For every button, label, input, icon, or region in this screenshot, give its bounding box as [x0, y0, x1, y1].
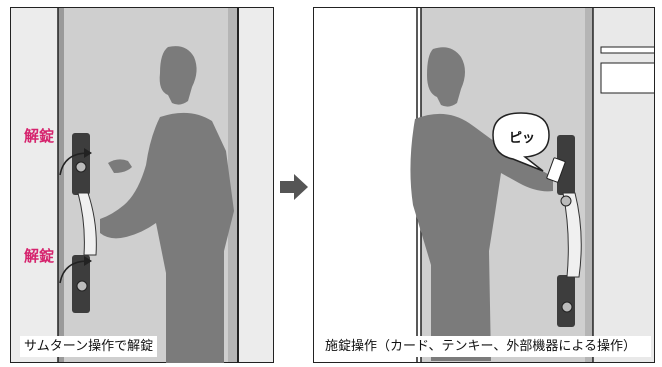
right-caption: 施錠操作（カード、テンキー、外部機器による操作）: [321, 336, 651, 357]
left-wall: [313, 7, 417, 363]
unlock-label-top: 解錠: [24, 127, 55, 145]
right-wall: [594, 7, 655, 363]
right-illustration: [313, 7, 655, 363]
beep-text: ピッ: [509, 131, 536, 146]
panel-thumbturn-unlock: 解錠 解錠 サムターン操作で解錠: [10, 7, 274, 363]
door-edge: [58, 7, 64, 363]
card-icon: [546, 157, 566, 183]
rotate-arrow-head: [84, 256, 92, 266]
unlock-label-bottom: 解錠: [24, 247, 55, 265]
door-frame: [585, 7, 593, 363]
panel-lock-operation: ピッ 施錠操作（カード、テンキー、外部機器による操作）: [313, 7, 655, 363]
door-handle: [72, 133, 97, 313]
left-caption: サムターン操作で解錠: [20, 336, 158, 357]
wall-slot: [600, 46, 655, 54]
door-frame: [228, 7, 238, 363]
right-arrow-icon: [280, 174, 308, 200]
person-silhouette: [100, 46, 234, 363]
person-silhouette: [410, 47, 553, 361]
rotate-arrow-head: [84, 148, 92, 158]
speech-bubble: [492, 112, 550, 172]
door-handle: [557, 135, 582, 327]
left-illustration: [10, 7, 274, 363]
wall-plate: [600, 62, 655, 94]
